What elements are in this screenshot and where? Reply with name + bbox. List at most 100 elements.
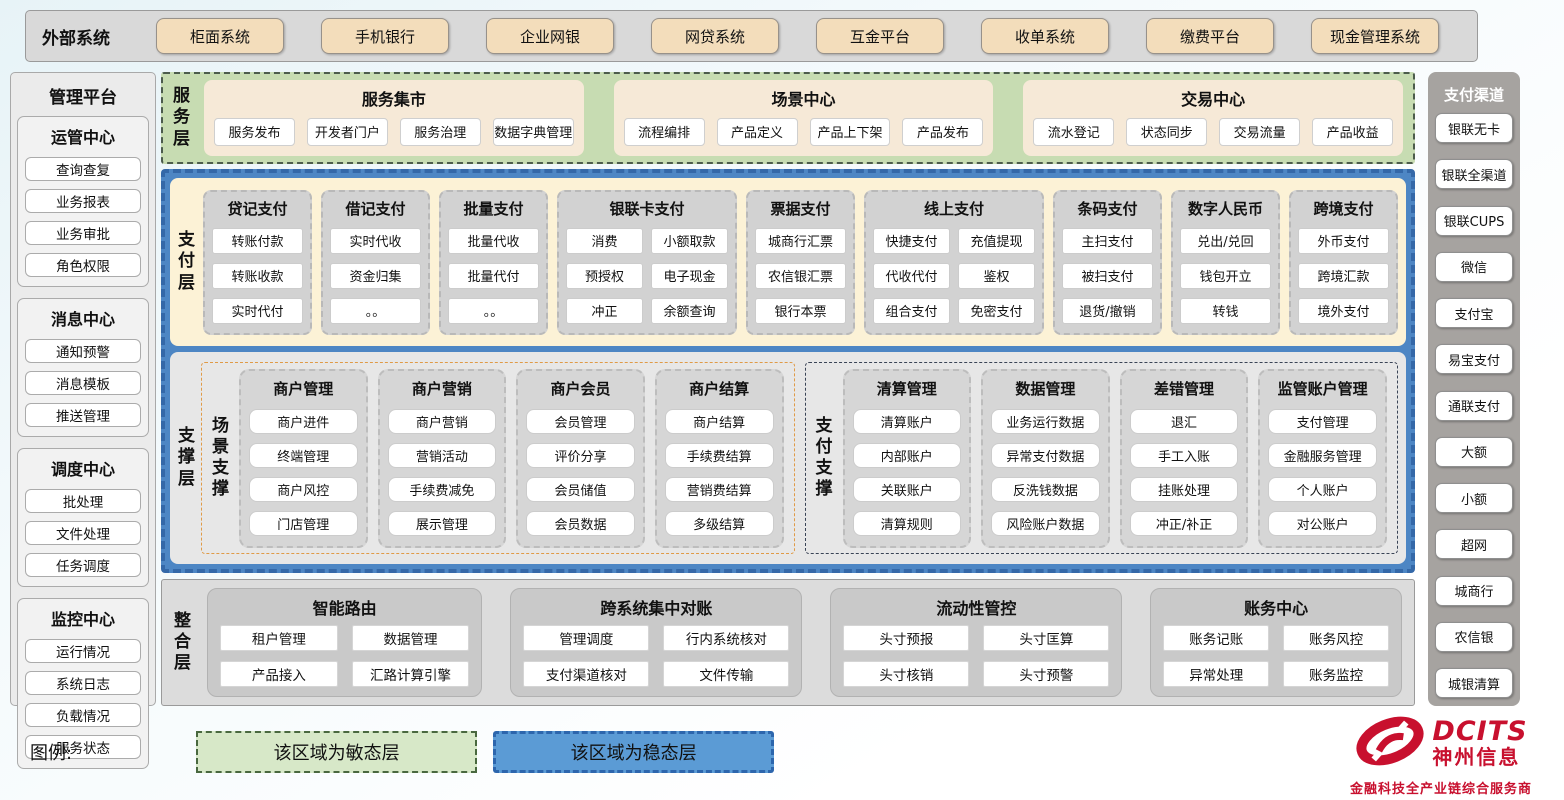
support-item-button[interactable]: 对公账户 (1268, 510, 1377, 536)
integration-item-button[interactable]: 租户管理 (220, 625, 338, 651)
payment-item-button[interactable]: 实时代收 (330, 227, 421, 254)
support-item-button[interactable]: 挂账处理 (1129, 476, 1239, 502)
support-item-button[interactable]: 会员管理 (526, 408, 635, 434)
external-system-button[interactable]: 手机银行 (321, 18, 449, 54)
service-item-button[interactable]: 状态同步 (1126, 117, 1208, 146)
payment-item-button[interactable]: 农信银汇票 (754, 262, 846, 289)
management-item-button[interactable]: 角色权限 (25, 253, 141, 277)
service-item-button[interactable]: 流程编排 (623, 117, 705, 146)
payment-item-button[interactable]: 被扫支付 (1061, 262, 1153, 289)
integration-item-button[interactable]: 账务监控 (1283, 661, 1389, 687)
integration-item-button[interactable]: 头寸核销 (843, 661, 970, 687)
support-item-button[interactable]: 会员储值 (526, 476, 635, 502)
external-system-button[interactable]: 现金管理系统 (1311, 18, 1439, 54)
external-system-button[interactable]: 网贷系统 (651, 18, 779, 54)
support-item-button[interactable]: 终端管理 (249, 442, 358, 468)
payment-item-button[interactable]: 代收代付 (872, 262, 950, 289)
management-item-button[interactable]: 文件处理 (25, 521, 141, 545)
payment-item-button[interactable]: 钱包开立 (1179, 262, 1271, 289)
external-system-button[interactable]: 柜面系统 (156, 18, 284, 54)
support-item-button[interactable]: 商户结算 (664, 408, 774, 434)
payment-item-button[interactable]: 充值提现 (957, 227, 1035, 254)
support-item-button[interactable]: 商户营销 (387, 408, 497, 434)
integration-item-button[interactable]: 账务记账 (1163, 625, 1270, 651)
support-item-button[interactable]: 退汇 (1129, 408, 1239, 434)
integration-item-button[interactable]: 头寸预警 (983, 661, 1110, 687)
management-item-button[interactable]: 批处理 (25, 489, 141, 513)
integration-item-button[interactable]: 支付渠道核对 (523, 661, 650, 687)
support-item-button[interactable]: 会员数据 (526, 510, 635, 536)
service-item-button[interactable]: 产品定义 (716, 117, 798, 146)
support-item-button[interactable]: 门店管理 (249, 510, 358, 536)
support-item-button[interactable]: 业务运行数据 (991, 408, 1100, 434)
payment-item-button[interactable]: 。。 (330, 297, 421, 324)
external-system-button[interactable]: 缴费平台 (1146, 18, 1274, 54)
payment-item-button[interactable]: 批量代付 (448, 262, 539, 289)
service-item-button[interactable]: 产品发布 (902, 117, 984, 146)
service-item-button[interactable]: 服务发布 (214, 117, 295, 146)
management-item-button[interactable]: 任务调度 (25, 553, 141, 577)
external-system-button[interactable]: 收单系统 (981, 18, 1109, 54)
support-item-button[interactable]: 商户风控 (249, 476, 358, 502)
service-item-button[interactable]: 数据字典管理 (492, 117, 574, 146)
payment-item-button[interactable]: 小额取款 (650, 227, 728, 254)
channel-button[interactable]: 支付宝 (1435, 298, 1513, 328)
support-item-button[interactable]: 冲正/补正 (1129, 510, 1239, 536)
payment-item-button[interactable]: 实时代付 (212, 297, 303, 324)
external-system-button[interactable]: 企业网银 (486, 18, 614, 54)
support-item-button[interactable]: 评价分享 (526, 442, 635, 468)
payment-item-button[interactable]: 转钱 (1179, 297, 1271, 324)
management-item-button[interactable]: 推送管理 (25, 403, 141, 427)
integration-item-button[interactable]: 行内系统核对 (663, 625, 790, 651)
service-item-button[interactable]: 交易流量 (1219, 117, 1301, 146)
integration-item-button[interactable]: 文件传输 (663, 661, 790, 687)
channel-button[interactable]: 大额 (1435, 436, 1513, 467)
support-item-button[interactable]: 风险账户数据 (991, 510, 1100, 536)
support-item-button[interactable]: 营销活动 (387, 442, 497, 468)
payment-item-button[interactable]: 余额查询 (650, 297, 728, 324)
support-item-button[interactable]: 商户进件 (249, 408, 358, 434)
payment-item-button[interactable]: 银行本票 (754, 297, 846, 324)
management-item-button[interactable]: 通知预警 (25, 339, 141, 363)
payment-item-button[interactable]: 转账收款 (212, 262, 303, 289)
payment-item-button[interactable]: 批量代收 (448, 227, 539, 254)
channel-button[interactable]: 城商行 (1435, 575, 1513, 606)
payment-item-button[interactable]: 冲正 (566, 297, 643, 324)
support-item-button[interactable]: 手续费减免 (387, 476, 497, 502)
payment-item-button[interactable]: 境外支付 (1297, 297, 1389, 324)
payment-item-button[interactable]: 兑出/兑回 (1179, 227, 1271, 254)
integration-item-button[interactable]: 数据管理 (351, 625, 470, 651)
support-item-button[interactable]: 内部账户 (852, 442, 962, 468)
management-item-button[interactable]: 运行情况 (25, 639, 141, 663)
payment-item-button[interactable]: 。。 (448, 297, 539, 324)
service-item-button[interactable]: 开发者门户 (306, 117, 388, 146)
support-item-button[interactable]: 个人账户 (1268, 476, 1377, 502)
payment-item-button[interactable]: 快捷支付 (872, 227, 950, 254)
channel-button[interactable]: 微信 (1435, 251, 1513, 282)
management-item-button[interactable]: 系统日志 (25, 671, 141, 695)
support-item-button[interactable]: 展示管理 (387, 510, 497, 536)
integration-item-button[interactable]: 管理调度 (523, 625, 650, 651)
management-item-button[interactable]: 查询查复 (25, 157, 141, 181)
integration-item-button[interactable]: 账务风控 (1283, 625, 1389, 651)
payment-item-button[interactable]: 鉴权 (957, 262, 1035, 289)
support-item-button[interactable]: 反洗钱数据 (991, 476, 1100, 502)
integration-item-button[interactable]: 异常处理 (1163, 661, 1270, 687)
management-item-button[interactable]: 消息模板 (25, 371, 141, 395)
channel-button[interactable]: 小额 (1435, 483, 1513, 513)
service-item-button[interactable]: 服务治理 (399, 117, 481, 146)
service-item-button[interactable]: 产品上下架 (809, 117, 891, 146)
management-item-button[interactable]: 业务报表 (25, 189, 141, 213)
channel-button[interactable]: 城银清算 (1435, 668, 1513, 698)
channel-button[interactable]: 易宝支付 (1435, 344, 1513, 375)
payment-item-button[interactable]: 组合支付 (872, 297, 950, 324)
payment-item-button[interactable]: 跨境汇款 (1297, 262, 1389, 289)
channel-button[interactable]: 银联全渠道 (1435, 159, 1513, 190)
payment-item-button[interactable]: 电子现金 (650, 262, 728, 289)
service-item-button[interactable]: 产品收益 (1312, 117, 1394, 146)
support-item-button[interactable]: 关联账户 (852, 476, 962, 502)
support-item-button[interactable]: 支付管理 (1268, 408, 1377, 434)
service-item-button[interactable]: 流水登记 (1033, 117, 1115, 146)
channel-button[interactable]: 超网 (1435, 529, 1513, 560)
payment-item-button[interactable]: 退货/撤销 (1061, 297, 1153, 324)
